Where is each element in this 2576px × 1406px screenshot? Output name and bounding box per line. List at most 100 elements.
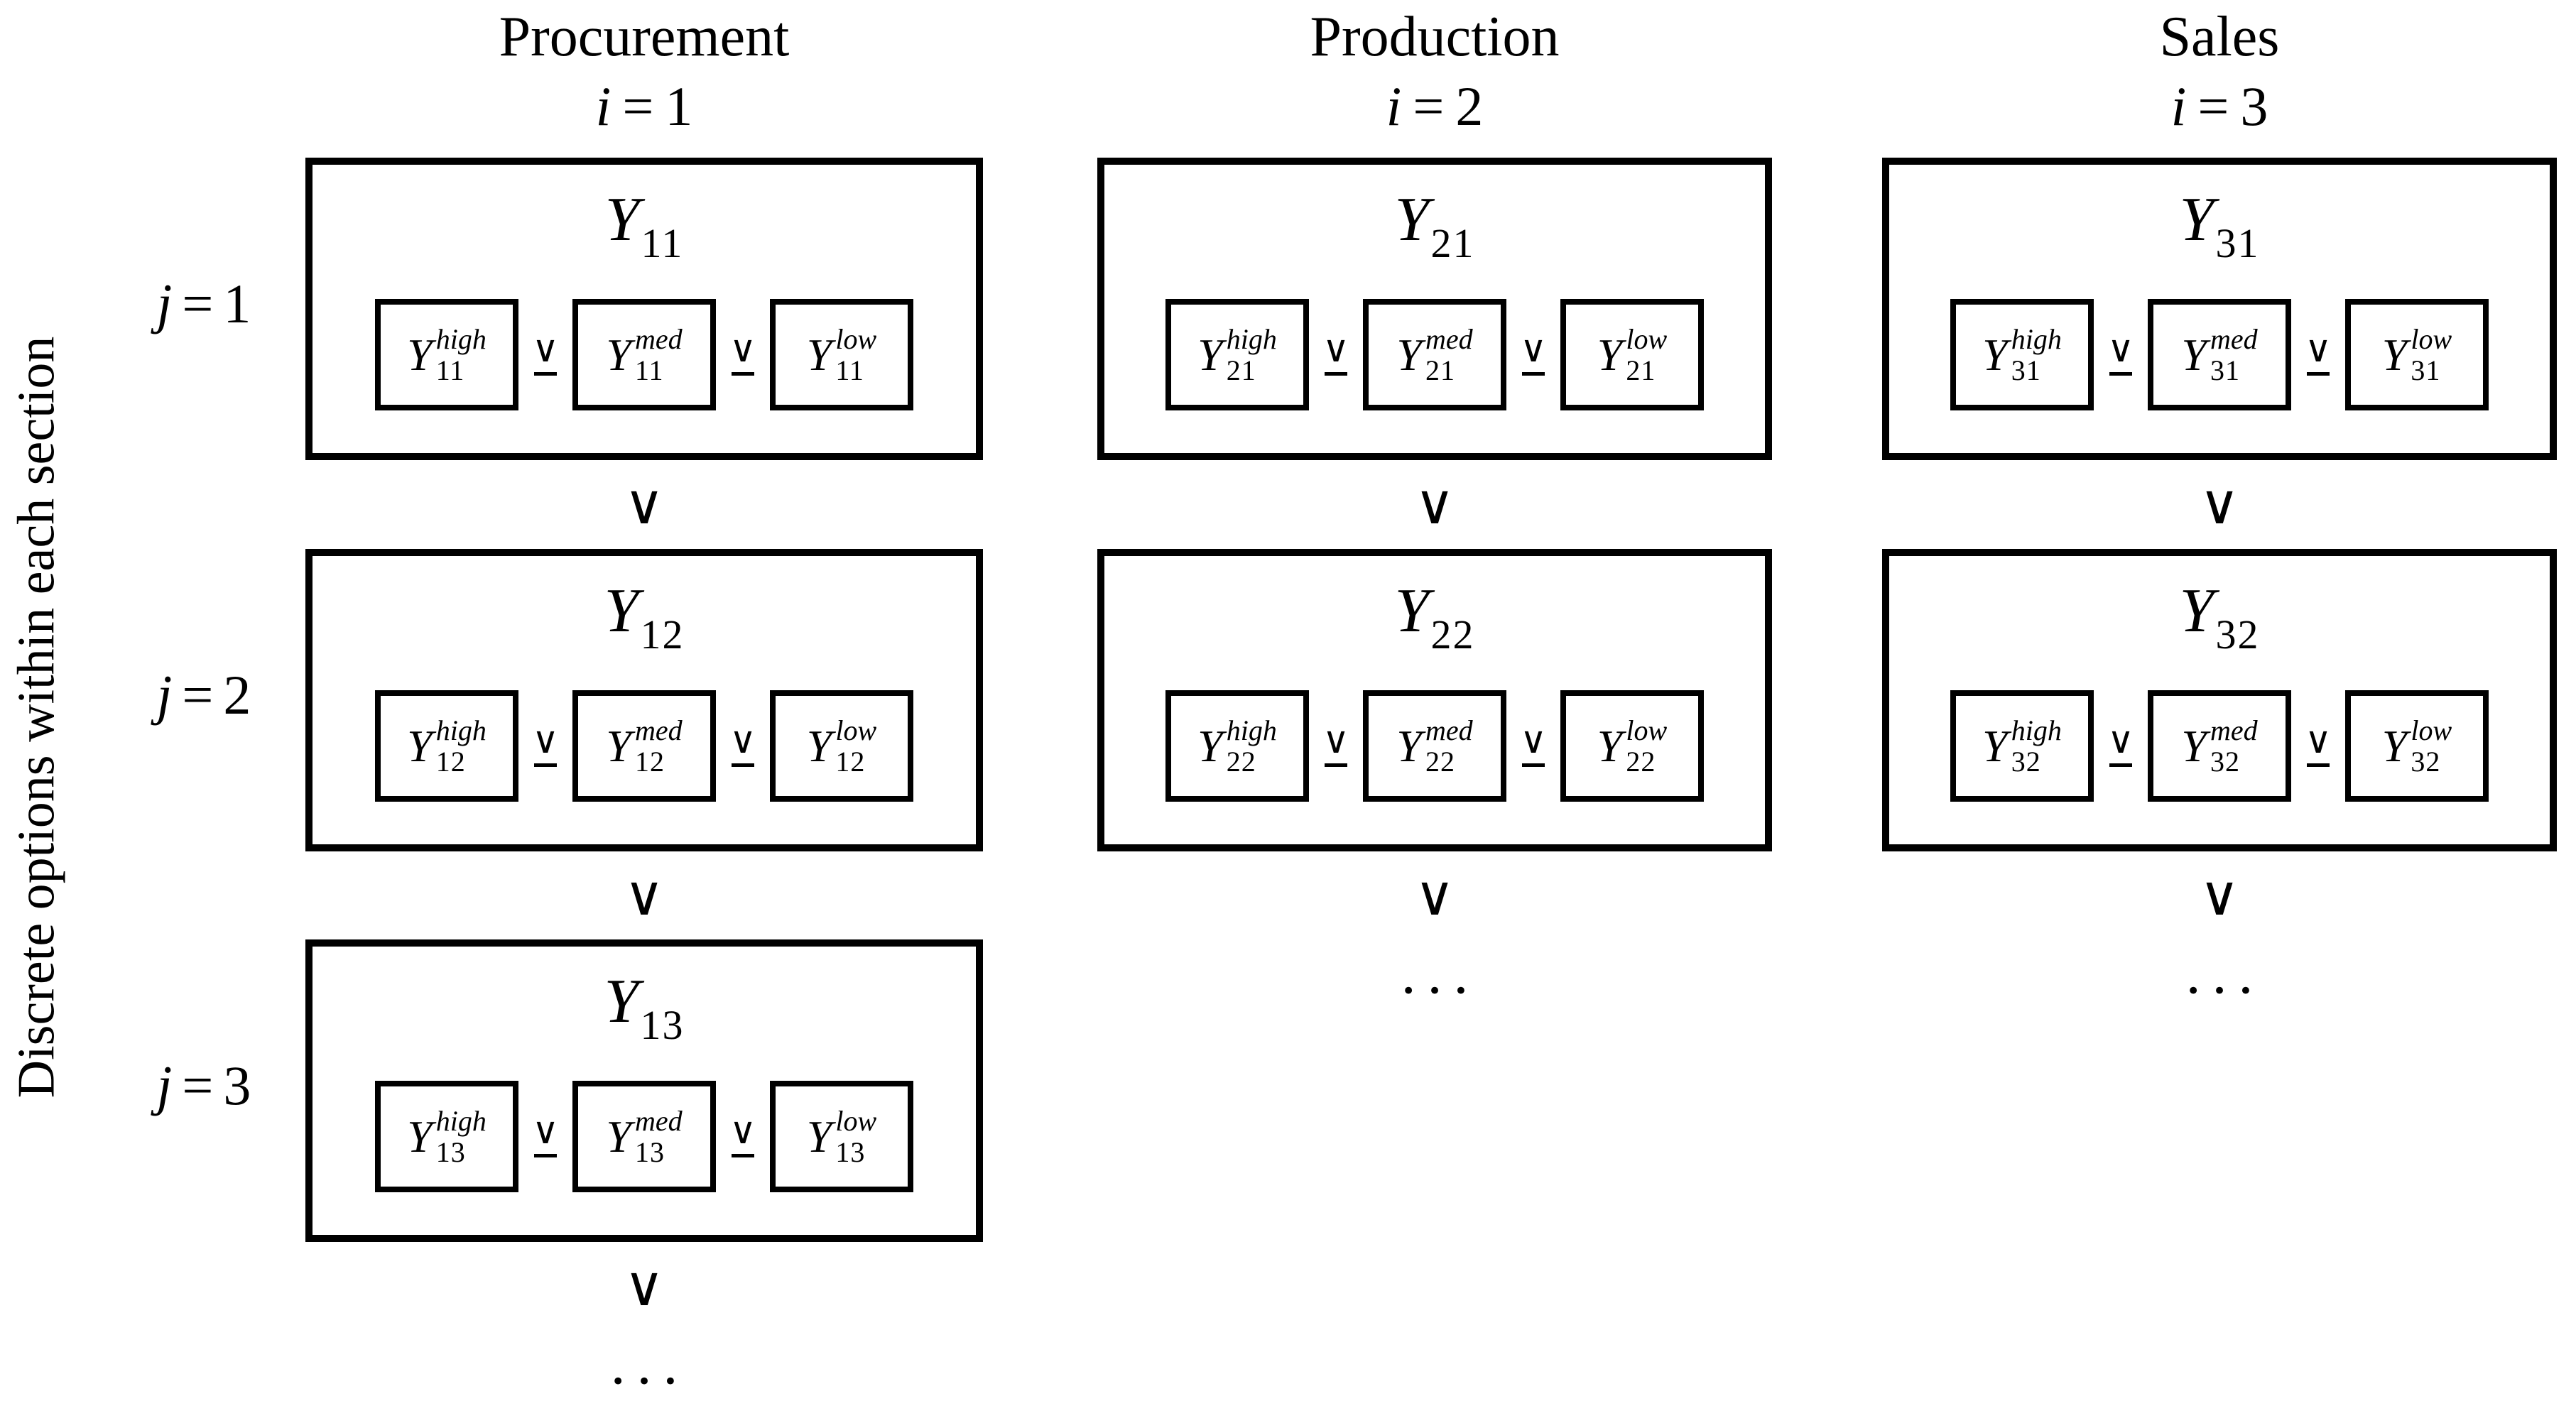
xor-separator-icon: ∨ (1309, 328, 1363, 376)
option-subscript: 31 (2210, 354, 2240, 386)
option-superscript: low (1626, 714, 1668, 746)
cell-title-y21: Y21 (1104, 189, 1765, 264)
or-connector-icon: ∨ (624, 1255, 665, 1319)
row-variable: j (156, 664, 173, 726)
cell-title-base: Y (2179, 577, 2214, 645)
vee-icon: ∨ (2107, 719, 2135, 763)
option-superscript: high (2011, 714, 2062, 746)
option-base: Y (1597, 329, 1623, 380)
continuation-ellipsis: • • • (2186, 977, 2253, 1006)
xor-separator-icon: ∨ (518, 328, 572, 376)
cell-title-subscript: 31 (2215, 220, 2260, 266)
option-subscript: 12 (634, 745, 665, 778)
option-base: Y (806, 329, 832, 380)
option-base: Y (2381, 329, 2408, 380)
option-subscript: 12 (435, 745, 466, 778)
underline-bar (534, 1153, 557, 1157)
cell-title-y12: Y12 (313, 577, 976, 655)
vee-icon: ∨ (1322, 328, 1350, 371)
cell-title-y11: Y11 (313, 189, 976, 264)
option-subscript: 12 (835, 745, 866, 778)
option-subscript: 22 (1425, 745, 1455, 778)
cell-title-base: Y (1394, 577, 1430, 645)
option-base: Y (606, 1111, 631, 1162)
cell-title-subscript: 22 (1430, 611, 1475, 658)
option-superscript: high (2011, 322, 2062, 355)
column-index-label: i=1 (499, 72, 790, 140)
vee-icon: ∨ (2107, 328, 2135, 371)
row-value: 2 (223, 664, 251, 726)
xor-separator-icon: ∨ (716, 331, 770, 376)
option-subscript: 31 (2011, 354, 2041, 386)
option-base: Y (606, 329, 631, 380)
underline-bar (534, 371, 557, 376)
column-index-label: i=3 (2160, 72, 2280, 140)
option-base: Y (407, 1111, 433, 1162)
option-base: Y (2181, 329, 2207, 380)
option-base: Y (1396, 329, 1422, 380)
underline-bar (732, 763, 754, 767)
underline-bar (1325, 763, 1347, 767)
row-variable: j (156, 273, 173, 334)
vee-icon: ∨ (729, 1110, 757, 1153)
option-subscript: 32 (2210, 745, 2240, 778)
xor-separator-icon: ∨ (2291, 331, 2345, 376)
option-superscript: high (1226, 322, 1277, 355)
cell-title-y32: Y32 (1889, 577, 2550, 655)
vee-icon: ∨ (531, 328, 560, 371)
row-label-j2: j=2 (157, 663, 251, 727)
option-base: Y (806, 1111, 832, 1162)
row-equals: = (182, 273, 214, 334)
cell-title-subscript: 21 (1430, 220, 1475, 266)
index-value: 2 (1455, 75, 1484, 137)
underline-bar (534, 763, 557, 767)
index-equals: = (1413, 75, 1445, 137)
cell-title-base: Y (604, 967, 639, 1036)
vee-icon: ∨ (531, 719, 560, 763)
row-label-j1: j=1 (157, 272, 251, 336)
option-subscript: 11 (634, 354, 664, 386)
option-subscript: 32 (2411, 745, 2441, 778)
underline-bar (1522, 371, 1545, 376)
option-base: Y (606, 720, 631, 771)
option-subscript: 31 (2411, 354, 2441, 386)
cell-title-base: Y (604, 577, 639, 645)
option-superscript: med (634, 714, 683, 746)
option-base: Y (2181, 720, 2207, 771)
vee-icon: ∨ (729, 719, 757, 763)
underline-bar (732, 371, 754, 376)
option-superscript: med (2210, 714, 2258, 746)
row-equals: = (182, 664, 214, 726)
